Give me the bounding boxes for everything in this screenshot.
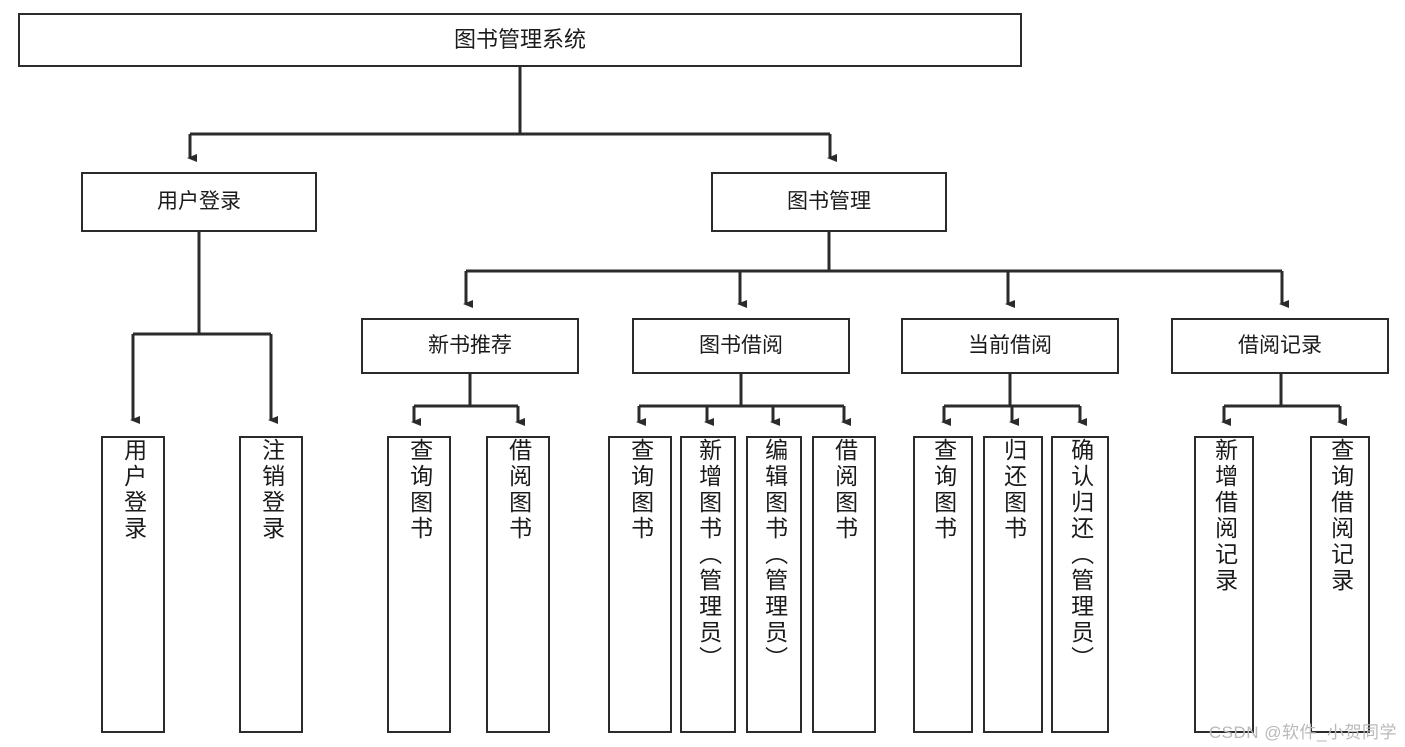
node-leaf-borrow-book-rec-label: 借阅图书 bbox=[505, 438, 532, 542]
node-root-label: 图书管理系统 bbox=[453, 27, 586, 53]
node-leaf-query-book-rec[interactable]: 查询图书 bbox=[387, 436, 451, 733]
node-leaf-edit-book-admin-label: 编辑图书（管理员） bbox=[761, 438, 788, 672]
node-leaf-user-logout[interactable]: 注销登录 bbox=[239, 436, 303, 733]
node-borrow-record-label: 借阅记录 bbox=[1238, 333, 1322, 357]
node-leaf-add-book-admin[interactable]: 新增图书（管理员） bbox=[680, 436, 736, 733]
node-user-login[interactable]: 用户登录 bbox=[81, 172, 317, 232]
node-leaf-query-book-borrow[interactable]: 查询图书 bbox=[608, 436, 672, 733]
node-leaf-borrow-book-label: 借阅图书 bbox=[831, 438, 858, 542]
node-leaf-query-borrow-record-label: 查询借阅记录 bbox=[1327, 438, 1354, 594]
node-leaf-edit-book-admin[interactable]: 编辑图书（管理员） bbox=[746, 436, 802, 733]
node-leaf-add-borrow-record[interactable]: 新增借阅记录 bbox=[1194, 436, 1254, 733]
node-leaf-user-logout-label: 注销登录 bbox=[258, 438, 285, 542]
node-new-book-rec[interactable]: 新书推荐 bbox=[361, 318, 579, 374]
node-new-book-rec-label: 新书推荐 bbox=[428, 333, 512, 357]
node-leaf-query-book-current-label: 查询图书 bbox=[930, 438, 957, 542]
node-leaf-return-book-label: 归还图书 bbox=[1000, 438, 1027, 542]
node-borrow-record[interactable]: 借阅记录 bbox=[1171, 318, 1389, 374]
node-current-borrow-label: 当前借阅 bbox=[968, 333, 1052, 357]
node-user-login-label: 用户登录 bbox=[157, 189, 241, 213]
node-leaf-return-book[interactable]: 归还图书 bbox=[983, 436, 1043, 733]
node-leaf-query-borrow-record[interactable]: 查询借阅记录 bbox=[1310, 436, 1370, 733]
node-book-manage-label: 图书管理 bbox=[787, 189, 871, 213]
node-leaf-confirm-return-admin-label: 确认归还（管理员） bbox=[1067, 438, 1094, 672]
node-root[interactable]: 图书管理系统 bbox=[18, 13, 1022, 67]
node-leaf-user-login-label: 用户登录 bbox=[120, 438, 147, 542]
node-leaf-user-login[interactable]: 用户登录 bbox=[101, 436, 165, 733]
node-book-borrow[interactable]: 图书借阅 bbox=[632, 318, 850, 374]
node-current-borrow[interactable]: 当前借阅 bbox=[901, 318, 1119, 374]
node-leaf-confirm-return-admin[interactable]: 确认归还（管理员） bbox=[1051, 436, 1109, 733]
node-leaf-query-book-current[interactable]: 查询图书 bbox=[913, 436, 973, 733]
node-leaf-add-borrow-record-label: 新增借阅记录 bbox=[1211, 438, 1238, 594]
node-leaf-borrow-book[interactable]: 借阅图书 bbox=[812, 436, 876, 733]
node-leaf-borrow-book-rec[interactable]: 借阅图书 bbox=[486, 436, 550, 733]
node-book-borrow-label: 图书借阅 bbox=[699, 333, 783, 357]
node-book-manage[interactable]: 图书管理 bbox=[711, 172, 947, 232]
node-leaf-query-book-rec-label: 查询图书 bbox=[406, 438, 433, 542]
node-leaf-query-book-borrow-label: 查询图书 bbox=[627, 438, 654, 542]
node-leaf-add-book-admin-label: 新增图书（管理员） bbox=[695, 438, 722, 672]
